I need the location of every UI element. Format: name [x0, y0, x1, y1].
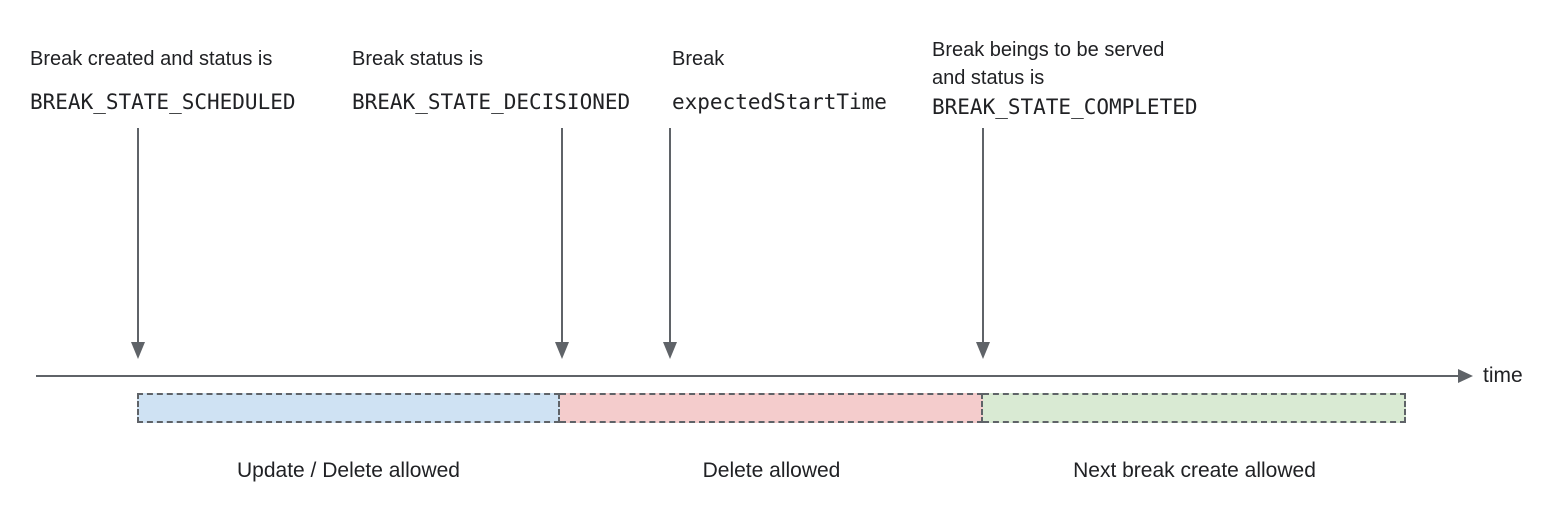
- segment-update-delete-allowed: [137, 393, 560, 423]
- annotation-text: Break created and status is: [30, 48, 273, 70]
- arrow-head-icon: [663, 342, 677, 359]
- segment-caption-delete: Delete allowed: [702, 459, 841, 482]
- annotation-text: and status is: [932, 67, 1045, 89]
- arrow-head-icon: [976, 342, 990, 359]
- arrow-shaft: [137, 128, 139, 344]
- segment-next-break-create-allowed: [983, 393, 1406, 423]
- segment-caption-update-delete: Update / Delete allowed: [237, 459, 460, 482]
- annotation-state-code: BREAK_STATE_DECISIONED: [352, 90, 631, 114]
- arrow-head-icon: [131, 342, 145, 359]
- down-arrow-expected-start-time: [663, 128, 677, 360]
- segment-caption-next-break-create: Next break create allowed: [1073, 459, 1316, 482]
- down-arrow-break-created: [131, 128, 145, 360]
- arrow-shaft: [669, 128, 671, 344]
- annotation-break-decisioned: Break status is BREAK_STATE_DECISIONED: [352, 46, 630, 115]
- time-axis-line: [36, 375, 1458, 377]
- time-axis-arrowhead-icon: [1458, 369, 1473, 383]
- arrow-head-icon: [555, 342, 569, 359]
- arrow-shaft: [982, 128, 984, 344]
- annotation-expected-start-time: Break expectedStartTime: [672, 46, 887, 115]
- annotation-break-completed: Break beings to be served and status is …: [932, 36, 1198, 121]
- annotation-text: Break status is: [352, 48, 484, 70]
- segment-delete-allowed: [560, 393, 983, 423]
- annotation-state-code: BREAK_STATE_COMPLETED: [932, 95, 1198, 119]
- down-arrow-break-completed: [976, 128, 990, 360]
- annotation-break-created: Break created and status is BREAK_STATE_…: [30, 46, 296, 115]
- arrow-shaft: [561, 128, 563, 344]
- time-axis-label: time: [1483, 364, 1523, 387]
- down-arrow-break-decisioned: [555, 128, 569, 360]
- annotation-field-code: expectedStartTime: [672, 90, 887, 114]
- annotation-text: Break: [672, 48, 725, 70]
- annotation-text: Break beings to be served: [932, 39, 1165, 61]
- annotation-state-code: BREAK_STATE_SCHEDULED: [30, 90, 296, 114]
